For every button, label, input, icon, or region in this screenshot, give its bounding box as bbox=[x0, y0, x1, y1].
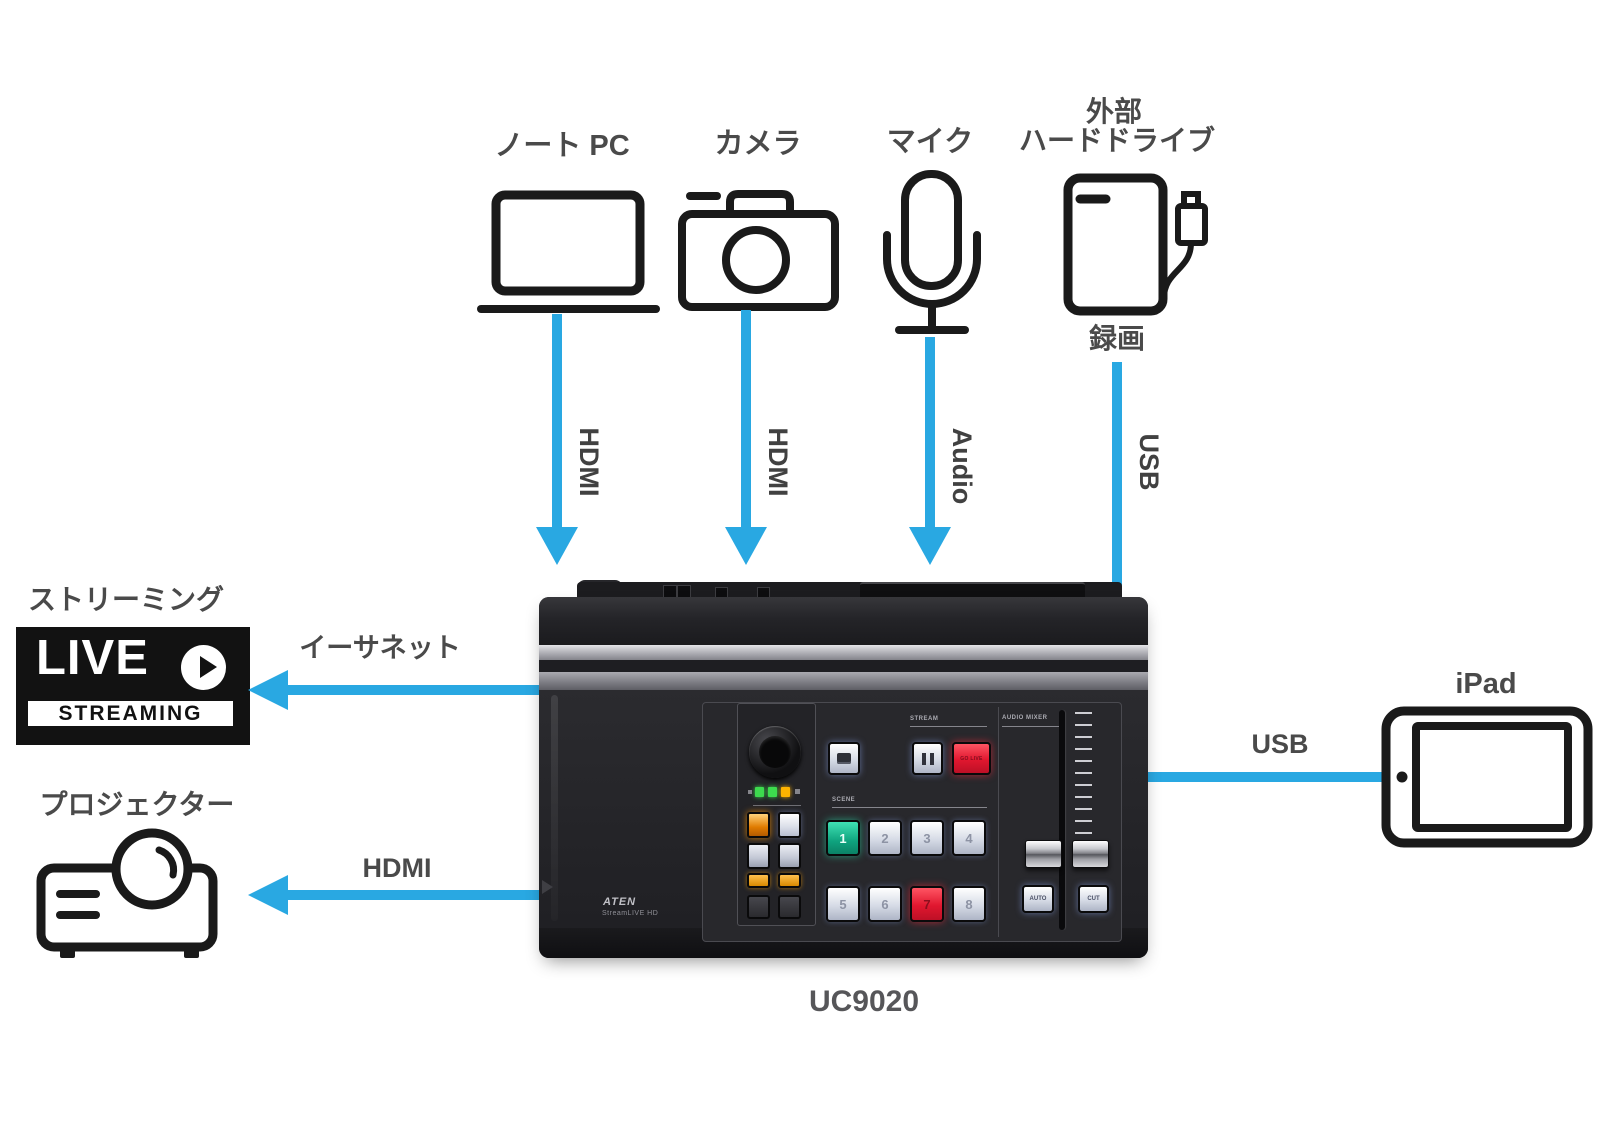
hdd-usb-line bbox=[1112, 362, 1122, 597]
projector-hdmi-line bbox=[288, 890, 540, 900]
ethernet-cable-label: イーサネット bbox=[299, 633, 461, 663]
pic-icon bbox=[837, 753, 851, 764]
camera-hdmi-line bbox=[741, 310, 751, 529]
projector-label: プロジェクター bbox=[39, 789, 235, 820]
silver-stripe-upper bbox=[539, 645, 1148, 660]
mic-audio-arrowhead-icon bbox=[909, 527, 951, 565]
streaming-label: ストリーミング bbox=[27, 584, 224, 615]
cut-button: CUT bbox=[1078, 885, 1109, 913]
mode-button-dark bbox=[747, 895, 770, 919]
go-live-button: GO LIVE bbox=[952, 742, 991, 775]
mode-button-amber bbox=[747, 873, 770, 888]
streaming-text: STREAMING bbox=[25, 698, 236, 729]
scene-section-label: SCENE bbox=[832, 797, 856, 803]
device-caption: UC9020 bbox=[808, 985, 920, 1018]
mixer-section-label: AUDIO MIXER bbox=[1002, 715, 1048, 721]
ipad-usb-line bbox=[1146, 772, 1386, 782]
scene-button-2: 2 bbox=[868, 820, 902, 856]
model-text: StreamLIVE HD bbox=[602, 910, 659, 917]
scene-button-4: 4 bbox=[952, 820, 986, 856]
ipad-label: iPad bbox=[1455, 668, 1517, 700]
stream-section-label: STREAM bbox=[910, 716, 939, 722]
camera-icon bbox=[678, 190, 839, 311]
fader-handle-left bbox=[1025, 840, 1062, 868]
aten-logo: ATEN bbox=[603, 896, 637, 908]
pause-button bbox=[912, 742, 943, 775]
hdd-label-line2: ハードドライブ bbox=[1018, 125, 1215, 156]
microphone-icon bbox=[883, 170, 981, 334]
top-recessed-tray bbox=[860, 582, 1085, 600]
ethernet-line bbox=[288, 685, 540, 695]
mode-button-lit bbox=[747, 812, 770, 838]
scene-button-6: 6 bbox=[868, 886, 902, 922]
scene-button-5: 5 bbox=[826, 886, 860, 922]
scene-button-3: 3 bbox=[910, 820, 944, 856]
fader-groove bbox=[1059, 710, 1065, 930]
hdd-cable-label: USB bbox=[1134, 433, 1164, 491]
laptop-cable-label: HDMI bbox=[574, 427, 604, 497]
laptop-label: ノート PC bbox=[494, 130, 630, 162]
camera-cable-label: HDMI bbox=[763, 427, 793, 497]
mode-button bbox=[747, 843, 770, 869]
device-body: STREAM SCENE AUDIO MIXER GO LIVE 1 2 3 4… bbox=[539, 597, 1148, 958]
projector-hdmi-arrowhead-icon bbox=[248, 875, 288, 915]
mic-cable-label: Audio bbox=[947, 427, 977, 505]
mode-button bbox=[778, 812, 801, 838]
laptop-hdmi-arrowhead-icon bbox=[536, 527, 578, 565]
mode-button bbox=[778, 843, 801, 869]
laptop-hdmi-line bbox=[552, 314, 562, 529]
live-text: LIVE bbox=[36, 631, 149, 685]
scene-button-7: 7 bbox=[910, 886, 944, 922]
projector-icon bbox=[36, 828, 218, 958]
level-led-green bbox=[755, 787, 764, 797]
mode-button-dark bbox=[778, 895, 801, 919]
mic-label: マイク bbox=[886, 126, 974, 158]
hdd-record-label: 録画 bbox=[1088, 323, 1145, 354]
ethernet-arrowhead-icon bbox=[248, 670, 288, 710]
external-harddrive-icon bbox=[1063, 173, 1208, 316]
pic-button bbox=[828, 742, 860, 775]
uc9020-device: STREAM SCENE AUDIO MIXER GO LIVE 1 2 3 4… bbox=[539, 580, 1148, 962]
pause-icon bbox=[921, 752, 926, 765]
camera-hdmi-arrowhead-icon bbox=[725, 527, 767, 565]
mic-audio-line bbox=[925, 337, 935, 529]
camera-label: カメラ bbox=[714, 128, 802, 160]
scene-button-8: 8 bbox=[952, 886, 986, 922]
silver-stripe-lower bbox=[539, 672, 1148, 690]
laptop-icon bbox=[477, 190, 660, 313]
ipad-icon bbox=[1381, 706, 1593, 848]
level-led-green bbox=[768, 787, 777, 797]
hdd-label-line1: 外部 bbox=[1085, 96, 1142, 127]
level-led-amber bbox=[781, 787, 790, 797]
scene-button-1: 1 bbox=[826, 820, 860, 856]
projector-cable-label: HDMI bbox=[362, 853, 432, 883]
live-streaming-badge: LIVE STREAMING bbox=[16, 627, 250, 745]
auto-button: AUTO bbox=[1022, 885, 1054, 913]
ipad-cable-label: USB bbox=[1251, 729, 1309, 759]
fader-scale-ticks bbox=[1075, 712, 1092, 834]
fader-handle-right bbox=[1072, 840, 1109, 868]
mode-button-amber bbox=[778, 873, 801, 888]
